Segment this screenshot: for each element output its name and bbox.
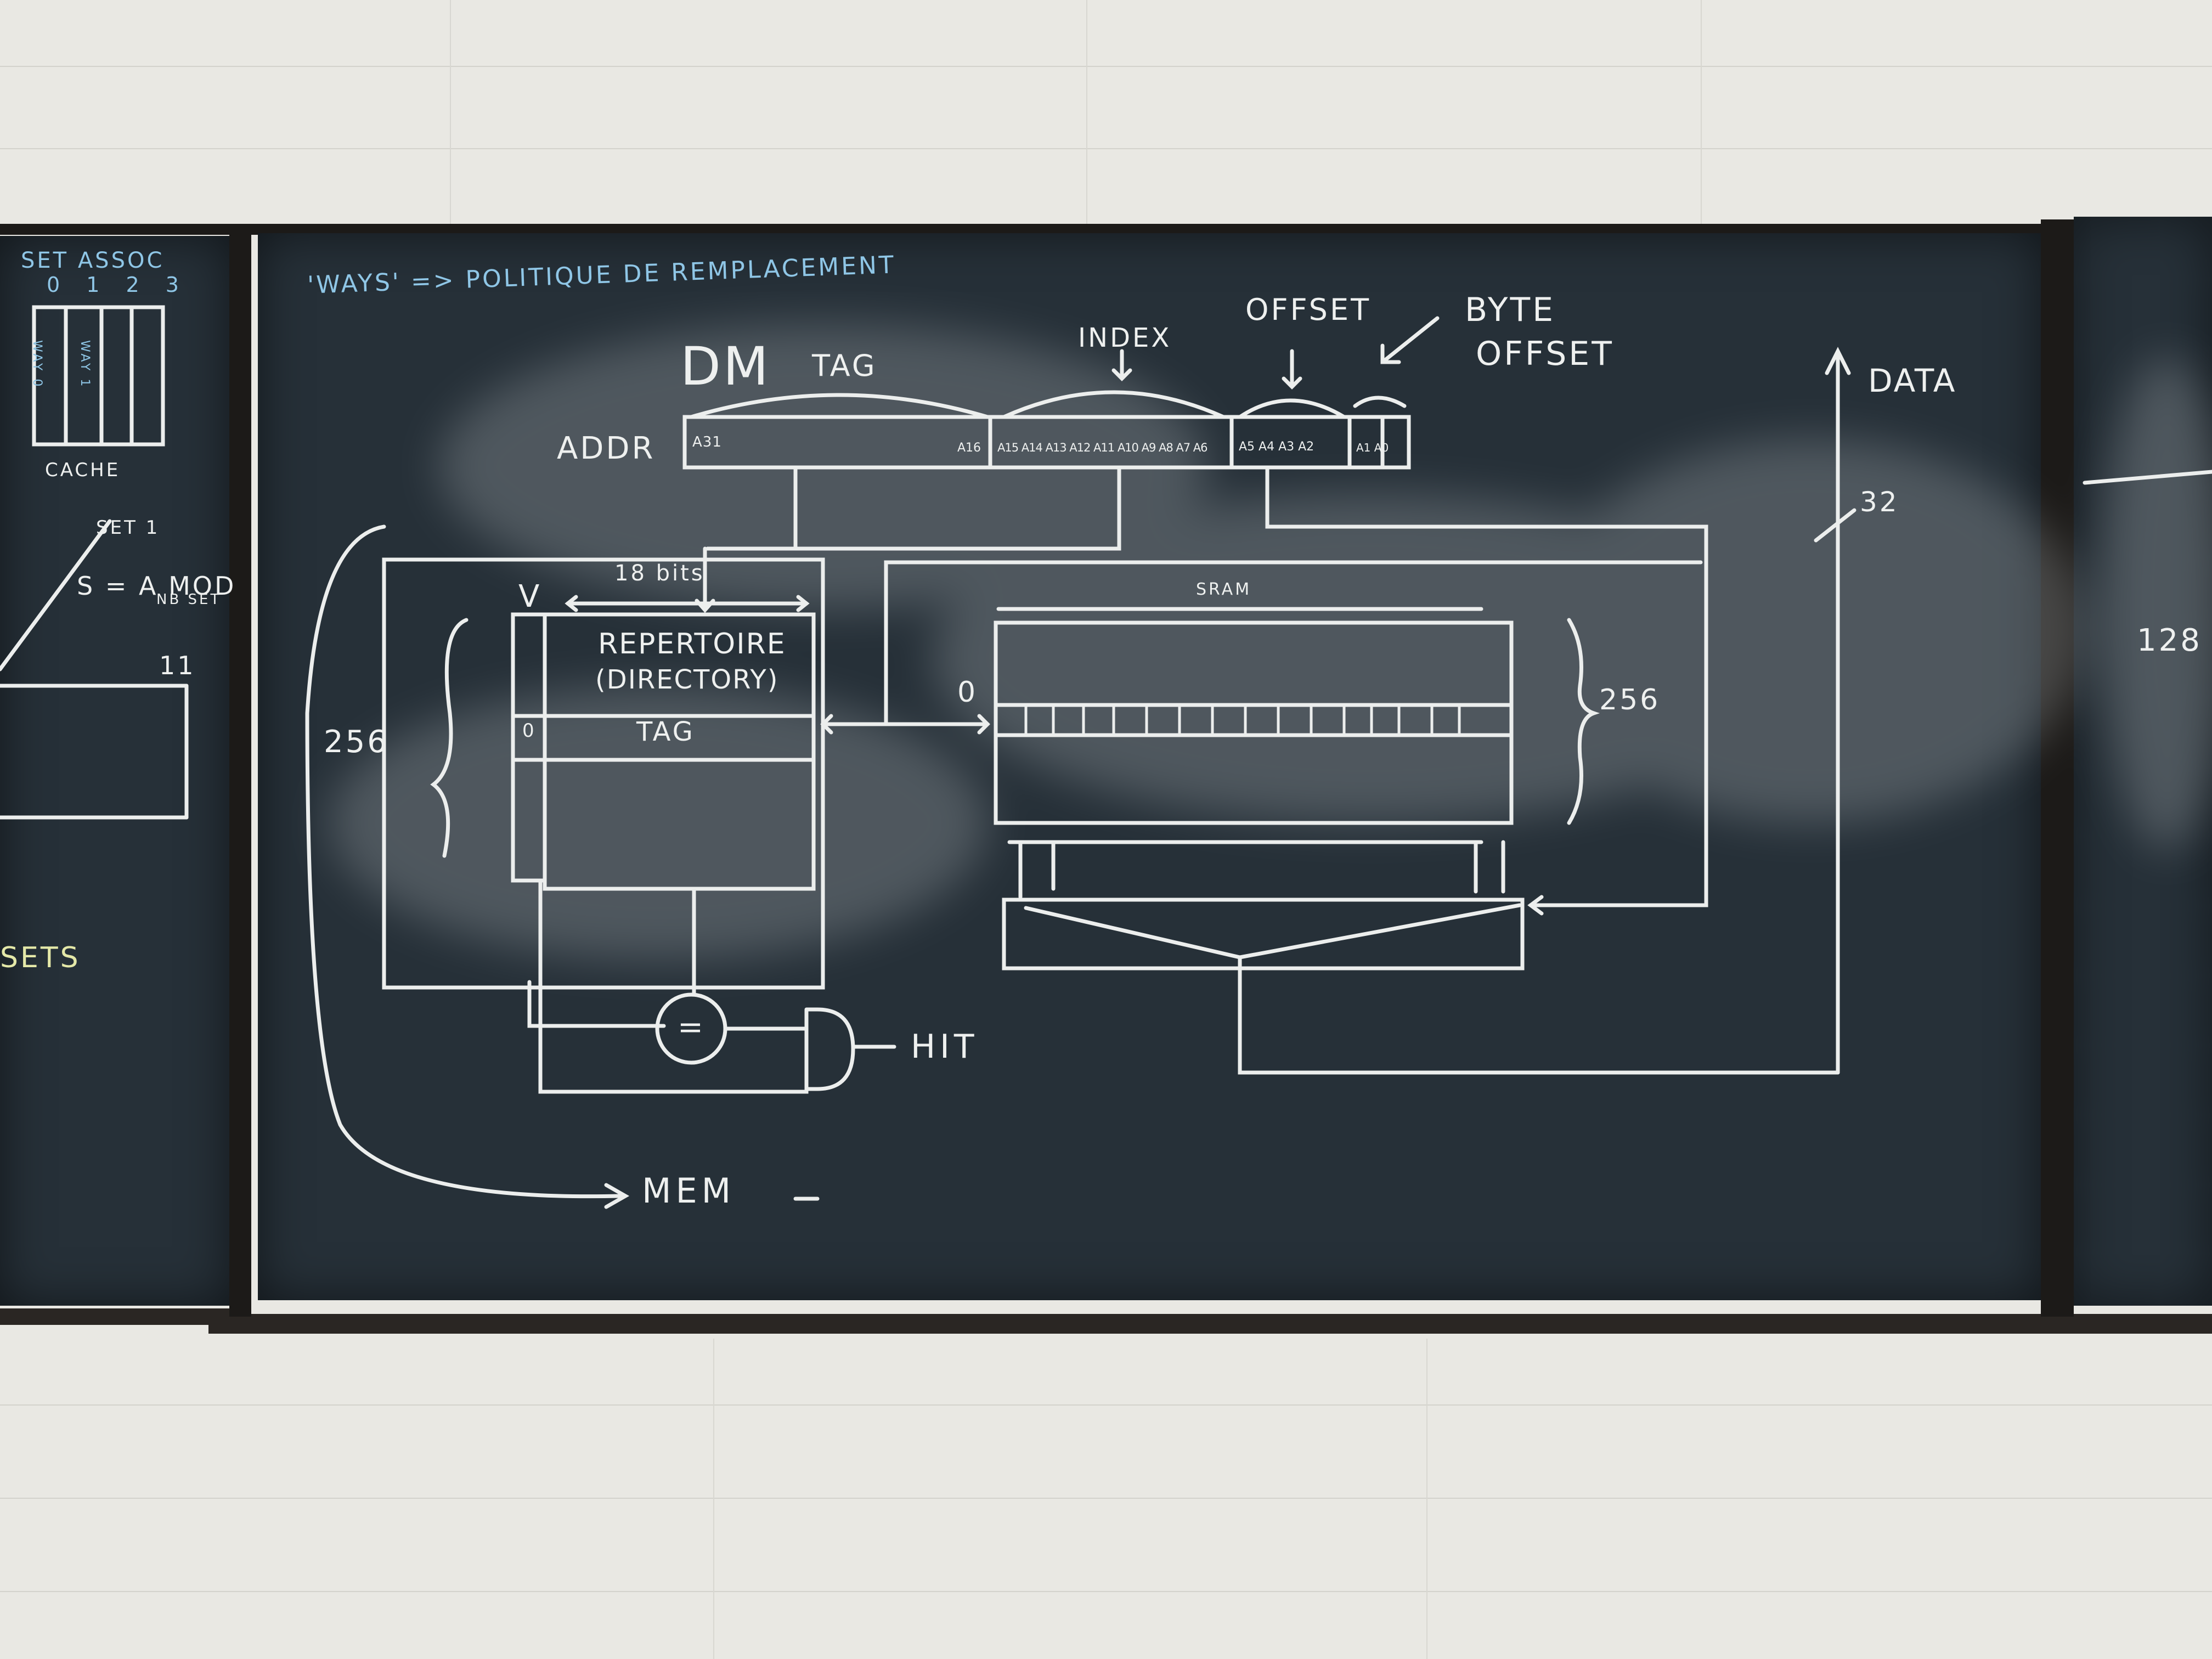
ways-box [32,305,165,447]
tag-field-label: TAG [812,348,877,383]
addr-a16: A16 [957,441,981,455]
board-frame [0,224,2212,235]
sram-block [994,620,1514,825]
addr-label: ADDR [557,431,656,466]
hit-label: HIT [911,1028,979,1066]
and-gate [804,1007,855,1091]
directory-box [543,612,816,891]
set-assoc-label: SET ASSOC [21,248,165,273]
addr-byte-bits: A1 A0 [1356,441,1389,454]
way-a-label: WAY 0 [30,340,44,389]
addr-offset-bits: A5 A4 A3 A2 [1239,440,1314,454]
nb-set-label: NB SET [156,591,222,608]
data-label: DATA [1868,362,1957,399]
eleven-label: 11 [159,651,196,680]
dm-label: DM [680,336,771,397]
repertoire-label: REPERTOIRE [598,628,786,661]
chalk-tray [208,1314,2212,1334]
left-chalkboard [0,236,230,1306]
directory-label: (DIRECTORY) [595,664,779,695]
way-b-label: WAY 1 [78,340,92,389]
addr-a31: A31 [692,434,722,450]
rows-256-left: 256 [324,724,389,760]
right-panel-edge [2041,219,2074,1317]
equal-sign: = [678,1009,706,1045]
chalk-tray-left [0,1308,230,1325]
way-numbers: 0 1 2 3 [47,273,189,297]
valid-zero: 0 [522,720,537,742]
mux [1002,898,1525,970]
addr-index-bits: A15 A14 A13 A12 A11 A10 A9 A8 A7 A6 [997,441,1208,454]
bits-18-label: 18 bits [614,561,705,586]
byte-offset-label-2: OFFSET [1476,335,1614,373]
set-label: SET 1 [96,517,160,539]
byte-offset-label-1: BYTE [1465,291,1556,329]
address-bar [682,415,1411,470]
bus-width-label: 32 [1860,486,1899,518]
left-panel-edge [229,230,251,1317]
v-label: V [518,579,542,614]
sram-label: SRAM [1196,580,1252,599]
set-formula: S = A MOD [77,571,236,601]
rows-256-right: 256 [1599,684,1661,716]
cache-label: CACHE [45,459,121,481]
offset-field-label: OFFSET [1245,292,1372,327]
mem-label: MEM [642,1171,736,1211]
index-field-label: INDEX [1078,323,1172,353]
directory-enclosure [382,557,825,990]
sram-zero-row: 0 [957,676,978,709]
tag-column-label: TAG [636,716,695,747]
right-panel-value: 128 [2137,623,2202,658]
sets-label: SETS [0,941,81,974]
